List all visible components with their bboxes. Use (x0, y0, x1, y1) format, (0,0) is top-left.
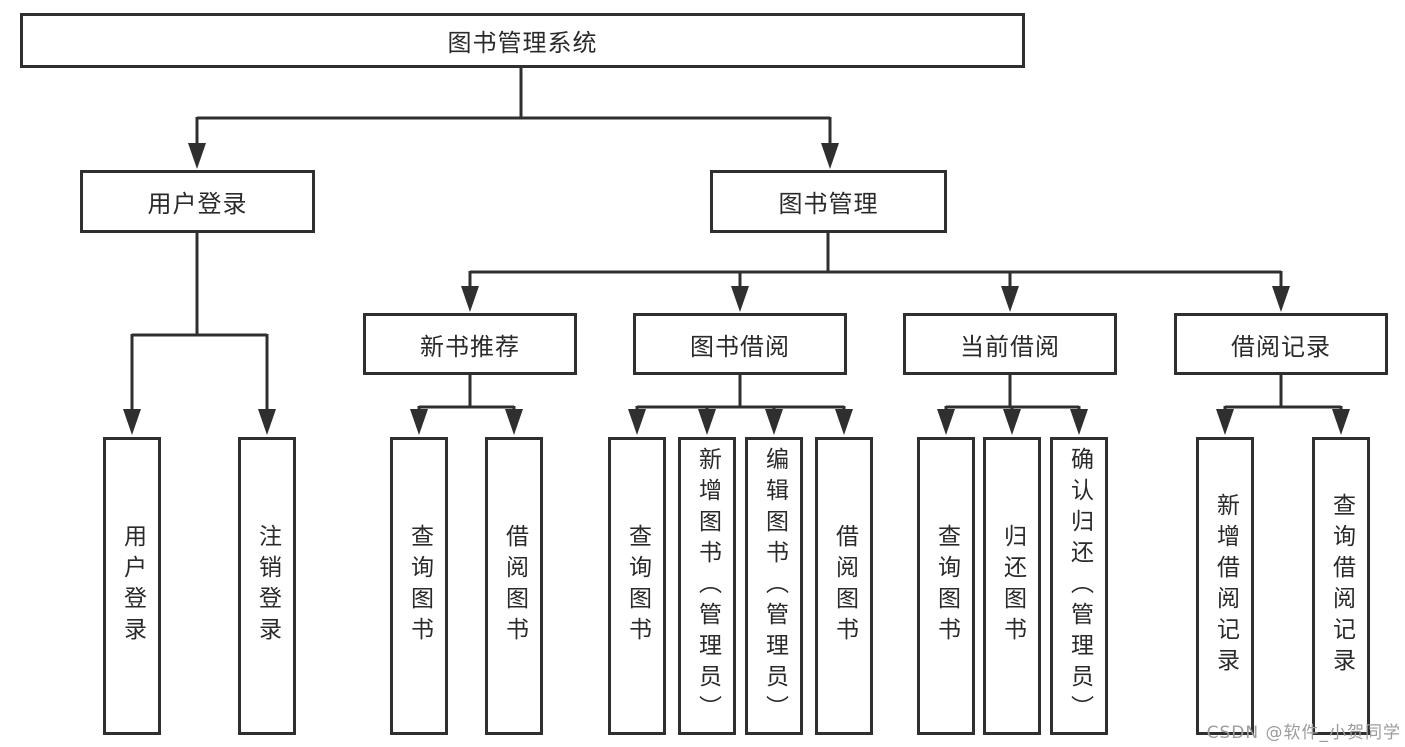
csdn-watermark: CSDN @软件_小贺同学 (1206, 723, 1401, 743)
leaf-edit-books-admin: 编辑图书（管理员） (745, 437, 803, 735)
leaf-query-books-recommend-label: 查询图书 (406, 524, 433, 648)
leaf-return-books: 归还图书 (983, 437, 1041, 735)
leaf-query-books-current-label: 查询图书 (933, 524, 960, 648)
leaf-borrow-books-recommend: 借阅图书 (485, 437, 543, 735)
connector-borrow-records-to-leaves (1216, 375, 1350, 435)
node-current-borrow-label: 当前借阅 (960, 332, 1060, 361)
leaf-query-books-recommend: 查询图书 (390, 437, 448, 735)
leaf-edit-books-admin-label: 编辑图书（管理员） (761, 446, 788, 726)
leaf-borrow-books: 借阅图书 (815, 437, 873, 735)
leaf-return-books-label: 归还图书 (999, 524, 1026, 648)
leaf-add-borrow-record: 新增借阅记录 (1196, 437, 1254, 735)
leaf-logout: 注销登录 (238, 437, 296, 735)
leaf-logout-label: 注销登录 (254, 524, 281, 648)
node-current-borrow: 当前借阅 (903, 313, 1117, 375)
leaf-user-login: 用户登录 (103, 437, 161, 735)
leaf-query-books-current: 查询图书 (917, 437, 975, 735)
leaf-query-books-borrow-label: 查询图书 (624, 524, 651, 648)
connector-root-to-level2 (188, 68, 839, 169)
connector-book-management-to-level3 (461, 233, 1290, 312)
leaf-query-borrow-record: 查询借阅记录 (1312, 437, 1370, 735)
leaf-confirm-return-admin-label: 确认归还（管理员） (1066, 446, 1093, 726)
node-book-management-label: 图书管理 (778, 190, 879, 218)
leaf-add-books-admin: 新增图书（管理员） (678, 437, 736, 735)
node-user-login-label: 用户登录 (147, 190, 248, 218)
node-borrow-records-label: 借阅记录 (1231, 332, 1331, 361)
connector-current-borrow-to-leaves (937, 375, 1088, 435)
leaf-user-login-label: 用户登录 (119, 524, 146, 648)
leaf-query-books-borrow: 查询图书 (608, 437, 666, 735)
leaf-add-borrow-record-label: 新增借阅记录 (1212, 493, 1239, 679)
connector-user-login-to-leaves (123, 233, 276, 435)
node-user-login: 用户登录 (80, 170, 315, 233)
leaf-confirm-return-admin: 确认归还（管理员） (1050, 437, 1108, 735)
node-root: 图书管理系统 (20, 13, 1025, 68)
leaf-borrow-books-recommend-label: 借阅图书 (501, 524, 528, 648)
connector-new-book-recommend-to-leaves (410, 375, 523, 435)
node-book-management: 图书管理 (710, 170, 947, 233)
node-book-borrow-label: 图书借阅 (690, 332, 790, 361)
leaf-borrow-books-label: 借阅图书 (831, 524, 858, 648)
leaf-query-borrow-record-label: 查询借阅记录 (1328, 493, 1355, 679)
node-new-book-recommend: 新书推荐 (363, 313, 577, 375)
leaf-add-books-admin-label: 新增图书（管理员） (694, 446, 721, 726)
node-new-book-recommend-label: 新书推荐 (420, 332, 520, 361)
node-root-label: 图书管理系统 (447, 29, 598, 57)
connector-book-borrow-to-leaves (628, 375, 853, 435)
node-book-borrow: 图书借阅 (633, 313, 847, 375)
node-borrow-records: 借阅记录 (1174, 313, 1388, 375)
